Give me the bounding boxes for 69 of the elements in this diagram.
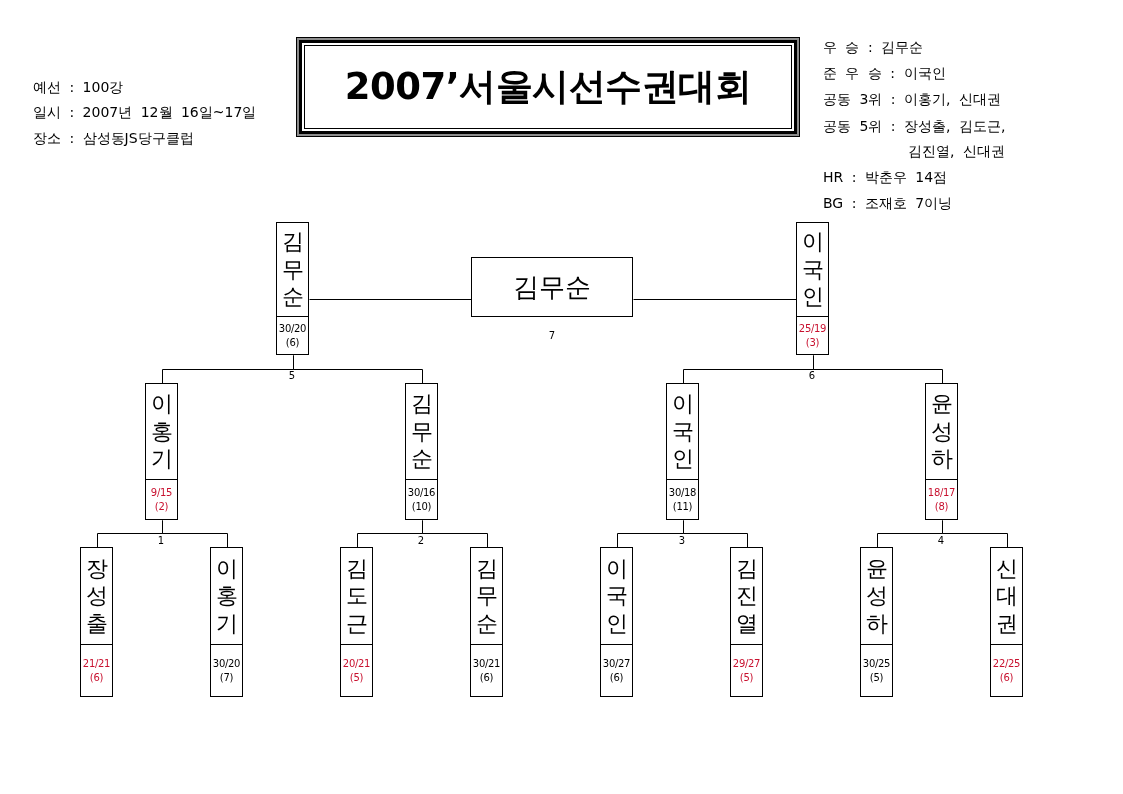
- bracket-line: [683, 520, 748, 548]
- bracket-line: [633, 299, 797, 300]
- result-text: HR : 박춘우 14점: [823, 168, 948, 186]
- player-name: 신대권: [994, 554, 1019, 638]
- player-box: [860, 547, 893, 697]
- result-text: BG : 조재호 7이닝: [823, 194, 953, 212]
- score-cell: 22/25 (6): [991, 644, 1022, 696]
- player-name: 이국인: [604, 554, 629, 638]
- info-text: 장소 : 삼성동JS당구클럽: [33, 129, 194, 147]
- result-text: 우 승 : 김무순: [823, 38, 924, 56]
- player-box: [80, 547, 113, 697]
- bracket-line: [942, 520, 1008, 548]
- score-cell: 30/16 (10): [406, 479, 437, 519]
- player-name: 윤성하: [929, 390, 954, 473]
- winner-name: 김무순: [513, 271, 591, 303]
- score-cell: 18/17 (8): [926, 479, 957, 519]
- score-cell: 30/20 (7): [211, 644, 242, 696]
- score-cell: 9/15 (2): [146, 479, 177, 519]
- player-name: 김진열: [734, 554, 759, 638]
- player-name: 이홍기: [214, 554, 239, 638]
- player-box: [405, 383, 438, 520]
- score-cell: 30/27 (6): [601, 644, 632, 696]
- player-name: 김도근: [344, 554, 369, 638]
- score-cell: 30/20 (6): [277, 316, 308, 354]
- player-name: 김무순: [280, 228, 305, 311]
- bracket-line: [293, 355, 423, 384]
- match-number: 6: [808, 369, 816, 381]
- winner-box: [471, 257, 633, 317]
- player-name: 김무순: [474, 554, 499, 638]
- title: 2007’서울시선수권대회: [344, 65, 752, 109]
- player-box: [666, 383, 699, 520]
- player-box: [340, 547, 373, 697]
- player-box: [990, 547, 1023, 697]
- player-name: 윤성하: [864, 554, 889, 638]
- score-cell: 30/21 (6): [471, 644, 502, 696]
- player-box: [470, 547, 503, 697]
- player-name: 이국인: [670, 390, 695, 473]
- bracket-line: [162, 520, 228, 548]
- result-text: 준 우 승 : 이국인: [823, 64, 946, 82]
- score-cell: 29/27 (5): [731, 644, 762, 696]
- match-number: 2: [417, 534, 425, 546]
- score-cell: 30/25 (5): [861, 644, 892, 696]
- info-text: 일시 : 2007년 12월 16일~17일: [33, 103, 257, 121]
- match-number: 3: [678, 534, 686, 546]
- bracket-line: [309, 299, 472, 300]
- match-number: 4: [937, 534, 945, 546]
- score-cell: 30/18 (11): [667, 479, 698, 519]
- match-number: 7: [548, 329, 556, 341]
- result-text: 공동 3위 : 이홍기, 신대권: [823, 90, 1001, 108]
- player-name: 장성출: [84, 554, 109, 638]
- match-number: 5: [288, 369, 296, 381]
- match-number: 1: [157, 534, 165, 546]
- score-cell: 21/21 (6): [81, 644, 112, 696]
- score-cell: 20/21 (5): [341, 644, 372, 696]
- info-text: 예선 : 100강: [33, 78, 124, 96]
- player-box: [925, 383, 958, 520]
- player-box: [796, 222, 829, 355]
- player-box: [730, 547, 763, 697]
- player-name: 김무순: [409, 390, 434, 473]
- bracket-line: [813, 355, 943, 384]
- result-text: 공동 5위 : 장성출, 김도근, 김진열, 신대권: [823, 116, 1007, 161]
- player-name: 이홍기: [149, 390, 174, 473]
- bracket-line: [422, 520, 488, 548]
- player-box: [276, 222, 309, 355]
- player-box: [210, 547, 243, 697]
- score-cell: 25/19 (3): [797, 316, 828, 354]
- player-box: [600, 547, 633, 697]
- player-box: [145, 383, 178, 520]
- player-name: 이국인: [800, 228, 825, 311]
